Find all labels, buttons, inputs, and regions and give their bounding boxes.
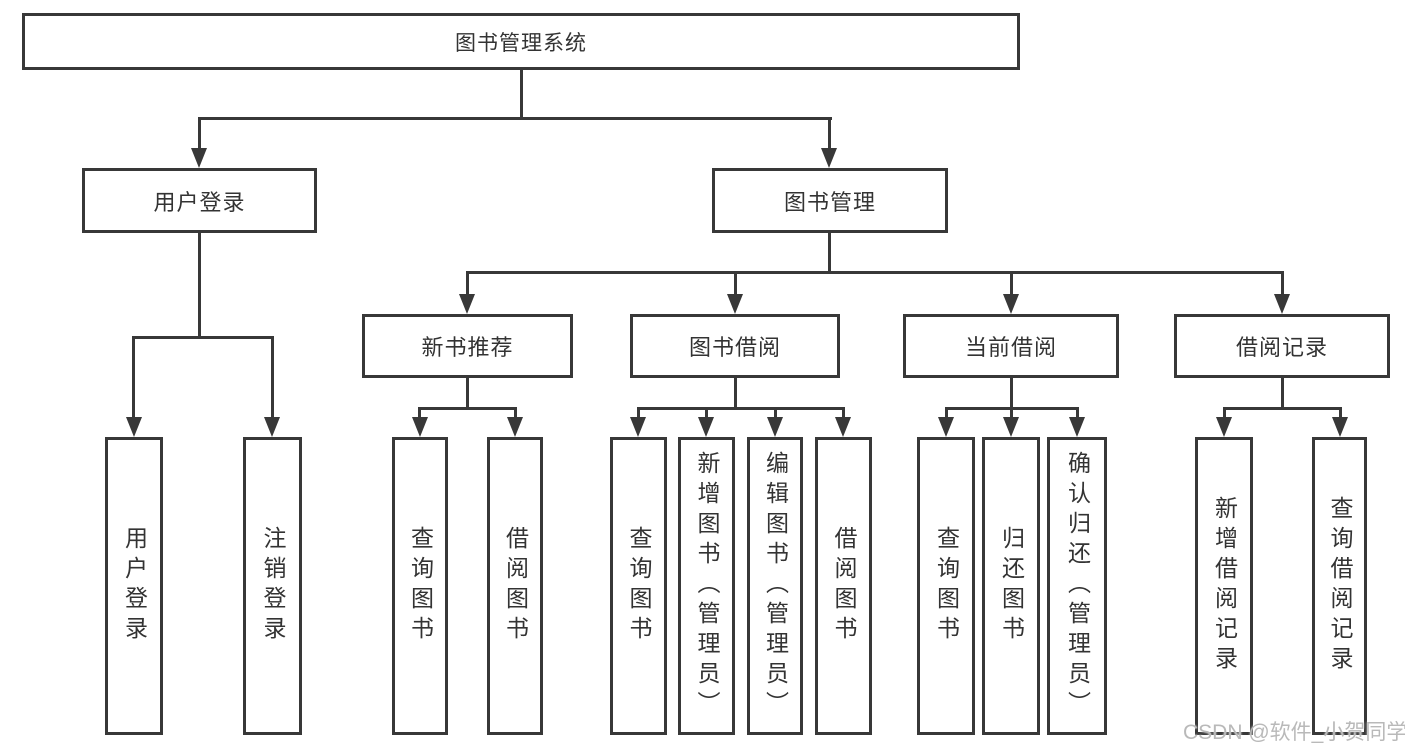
leaf-logout: 注销登录 xyxy=(243,437,302,735)
connector-root-rail xyxy=(198,117,832,120)
node-label: 图书借阅 xyxy=(688,335,781,360)
arrowhead-icon xyxy=(1216,417,1232,437)
leaf-edit-books-admin: 编辑图书（管理员） xyxy=(747,437,803,735)
connector-borrow-records-rail xyxy=(1223,407,1342,410)
connector-to-leaf-br-add xyxy=(1223,407,1226,420)
node-label: 新增图书（管理员） xyxy=(694,451,720,721)
connector-to-leaf-cb-confirm xyxy=(1076,407,1079,420)
node-label: 查询图书 xyxy=(626,526,652,646)
connector-borrow-records-stem xyxy=(1281,378,1284,410)
connector-book-borrow-stem xyxy=(734,378,737,410)
arrowhead-icon xyxy=(1003,294,1019,314)
node-label: 确认归还（管理员） xyxy=(1064,451,1091,721)
connector-to-leaf-nb-query xyxy=(418,407,421,420)
node-label: 借阅记录 xyxy=(1235,335,1328,360)
arrowhead-icon xyxy=(1274,294,1290,314)
connector-to-leaf-bb-add xyxy=(705,407,708,420)
node-library-system: 图书管理系统 xyxy=(22,13,1020,70)
connector-to-leaf-bb-query xyxy=(637,407,640,420)
arrowhead-icon xyxy=(938,417,954,437)
connector-to-new-books xyxy=(466,271,469,296)
leaf-query-books: 查询图书 xyxy=(610,437,667,735)
connector-user-login-rail xyxy=(133,336,274,339)
leaf-borrow-books: 借阅图书 xyxy=(487,437,543,735)
connector-to-leaf-nb-borrow xyxy=(514,407,517,420)
leaf-query-books: 查询图书 xyxy=(392,437,448,735)
arrowhead-icon xyxy=(630,417,646,437)
arrowhead-icon xyxy=(191,148,207,168)
leaf-query-books: 查询图书 xyxy=(917,437,975,735)
arrowhead-icon xyxy=(412,417,428,437)
connector-to-book-mgmt xyxy=(828,117,831,150)
connector-new-books-stem xyxy=(466,378,469,410)
node-label: 用户登录 xyxy=(153,189,246,215)
leaf-user-login: 用户登录 xyxy=(105,437,163,735)
node-book-management: 图书管理 xyxy=(712,168,948,233)
arrowhead-icon xyxy=(1069,417,1085,437)
connector-to-leaf-user-login xyxy=(132,336,135,418)
arrowhead-icon xyxy=(1003,417,1019,437)
connector-to-leaf-logout xyxy=(271,336,274,418)
connector-book-borrow-rail xyxy=(637,407,845,410)
node-label: 新书推荐 xyxy=(421,335,514,360)
arrowhead-icon xyxy=(835,417,851,437)
arrowhead-icon xyxy=(459,294,475,314)
arrowhead-icon xyxy=(727,294,743,314)
arrowhead-icon xyxy=(821,148,837,168)
arrowhead-icon xyxy=(264,417,280,437)
node-label: 归还图书 xyxy=(998,526,1025,646)
node-label: 借阅图书 xyxy=(502,526,529,646)
connector-to-book-borrow xyxy=(734,271,737,296)
connector-book-mgmt-rail xyxy=(466,271,1283,274)
node-label: 注销登录 xyxy=(260,526,286,646)
node-label: 新增借阅记录 xyxy=(1211,496,1238,676)
node-label: 借阅图书 xyxy=(831,526,857,646)
connector-user-login-stem xyxy=(198,233,201,339)
node-book-borrowing: 图书借阅 xyxy=(630,314,840,378)
node-label: 查询图书 xyxy=(933,526,960,646)
leaf-confirm-return-admin: 确认归还（管理员） xyxy=(1047,437,1107,735)
node-borrowing-records: 借阅记录 xyxy=(1174,314,1390,378)
leaf-borrow-books: 借阅图书 xyxy=(815,437,872,735)
arrowhead-icon xyxy=(1332,417,1348,437)
connector-to-leaf-cb-query xyxy=(945,407,948,420)
connector-to-leaf-br-query xyxy=(1339,407,1342,420)
connector-root-stem xyxy=(520,70,523,120)
node-label: 用户登录 xyxy=(121,526,148,646)
node-label: 查询图书 xyxy=(407,526,434,646)
leaf-add-borrow-record: 新增借阅记录 xyxy=(1195,437,1253,735)
leaf-add-books-admin: 新增图书（管理员） xyxy=(678,437,735,735)
arrowhead-icon xyxy=(507,417,523,437)
connector-to-leaf-cb-return xyxy=(1010,407,1013,420)
watermark: CSDN @软件_小贺同学 xyxy=(1183,721,1405,744)
node-label: 查询借阅记录 xyxy=(1327,496,1353,676)
node-label: 当前借阅 xyxy=(964,335,1057,360)
connector-to-current-borrow xyxy=(1010,271,1013,296)
connector-to-borrow-records xyxy=(1281,271,1284,296)
connector-current-borrow-stem xyxy=(1010,378,1013,410)
node-new-book-recommend: 新书推荐 xyxy=(362,314,573,378)
node-label: 编辑图书（管理员） xyxy=(762,451,789,721)
connector-to-user-login xyxy=(198,117,201,150)
leaf-return-books: 归还图书 xyxy=(982,437,1040,735)
connector-book-mgmt-stem xyxy=(828,233,831,274)
arrowhead-icon xyxy=(767,417,783,437)
leaf-query-borrow-record: 查询借阅记录 xyxy=(1312,437,1367,735)
connector-to-leaf-bb-edit xyxy=(774,407,777,420)
node-user-login: 用户登录 xyxy=(82,168,317,233)
node-current-borrowing: 当前借阅 xyxy=(903,314,1119,378)
node-label: 图书管理系统 xyxy=(455,31,587,55)
connector-new-books-rail xyxy=(419,407,517,410)
connector-to-leaf-bb-borrow xyxy=(842,407,845,420)
arrowhead-icon xyxy=(126,417,142,437)
node-label: 图书管理 xyxy=(783,189,876,215)
arrowhead-icon xyxy=(698,417,714,437)
